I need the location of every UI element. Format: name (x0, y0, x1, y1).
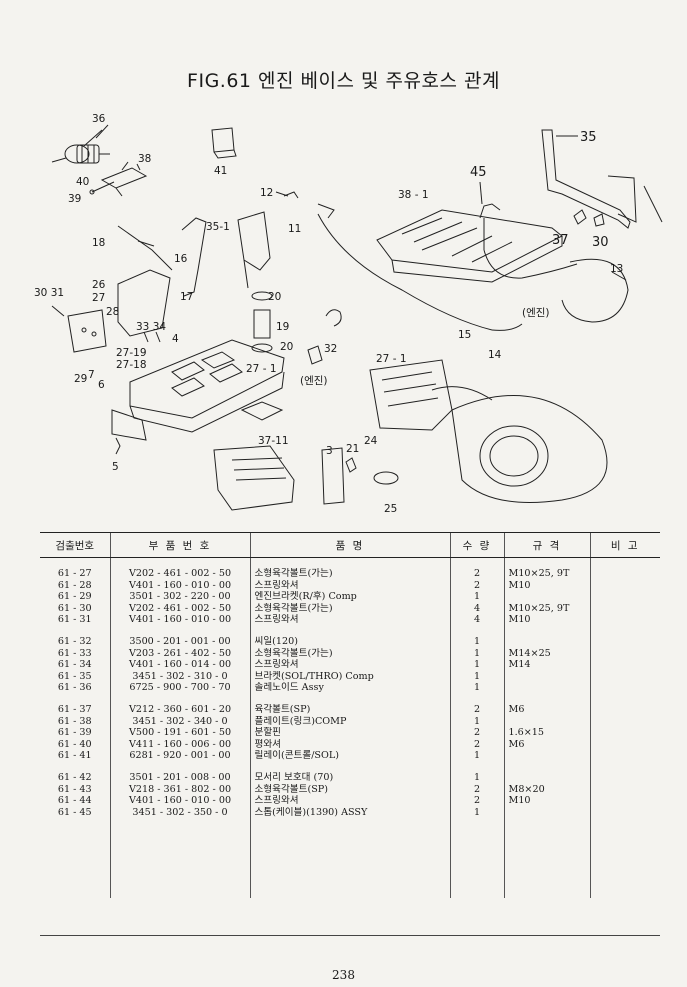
callout-38-1: 38 - 1 (398, 189, 429, 201)
callout-11: 11 (288, 223, 301, 235)
callout-40: 40 (76, 176, 89, 188)
callout-17: 17 (180, 291, 193, 303)
callout-32: 32 (324, 343, 337, 355)
header-quantity: 수 량 (449, 532, 504, 558)
callout-35-1: 35-1 (206, 221, 230, 233)
callout-26: 26 (92, 279, 106, 291)
callout-33-34: 33 34 (136, 321, 166, 333)
callout-30: 30 (592, 235, 609, 250)
callout-18: 18 (92, 237, 105, 249)
callout-38: 38 (138, 153, 151, 165)
engine-label-center: (엔진) (300, 375, 328, 387)
spacer-row (40, 557, 660, 568)
callout-14: 14 (488, 349, 502, 361)
callout-24: 24 (364, 435, 378, 447)
header-part-no: 부 품 번 호 (109, 532, 250, 558)
callout-30-31: 30 31 (34, 287, 64, 299)
callout-41: 41 (214, 165, 227, 177)
callout-21: 21 (346, 443, 359, 455)
page-title: FIG.61 엔진 베이스 및 주유호스 관계 (187, 70, 500, 92)
callout-45: 45 (470, 165, 487, 180)
spacer-row (40, 625, 660, 636)
callout-28: 28 (106, 306, 119, 318)
callout-7: 7 (88, 369, 95, 381)
header-spec: 규 격 (503, 532, 590, 558)
engine-label-right: (엔진) (522, 307, 550, 319)
callout-3: 3 (326, 445, 333, 457)
header-remarks: 비 고 (589, 532, 660, 558)
callout-27-18: 27-18 (116, 359, 147, 371)
callout-27-1-center: 27 - 1 (246, 363, 277, 375)
callout-4: 4 (172, 333, 179, 345)
callout-15: 15 (458, 329, 471, 341)
header-part-name: 품 명 (249, 532, 450, 558)
page-number: 238 (332, 968, 355, 982)
table-bottom-rule (40, 935, 660, 936)
callout-27: 27 (92, 292, 105, 304)
callout-39: 39 (68, 193, 81, 205)
callout-16: 16 (174, 253, 188, 265)
callout-36: 36 (92, 113, 106, 125)
callout-35: 35 (580, 130, 597, 145)
solenoid-drawing (51, 129, 110, 164)
callout-37: 37 (552, 233, 569, 248)
callout-20-upper: 20 (268, 291, 281, 303)
callout-12: 12 (260, 187, 273, 199)
callout-27-19: 27-19 (116, 347, 147, 359)
callout-29: 29 (74, 373, 87, 385)
callout-20-lower: 20 (280, 341, 293, 353)
diagram-drawing: 36 41 38 40 39 35 12 11 38 - 1 45 37 30 … (34, 113, 663, 515)
callout-5: 5 (112, 461, 119, 473)
callout-19: 19 (276, 321, 289, 333)
callout-6: 6 (98, 379, 105, 391)
header-fig-no: 검출번호 (40, 532, 110, 558)
spacer-row (40, 818, 660, 899)
callout-13: 13 (610, 263, 623, 275)
callout-25: 25 (384, 503, 397, 515)
spacer-row (40, 761, 660, 772)
callout-37-11: 37-11 (258, 435, 289, 447)
exploded-parts-diagram: 36 41 38 40 39 35 12 11 38 - 1 45 37 30 … (22, 110, 672, 520)
spacer-row (40, 693, 660, 704)
callout-27-1-right: 27 - 1 (376, 353, 407, 365)
table-header-row: 검출번호 부 품 번 호 품 명 수 량 규 격 비 고 (40, 532, 660, 558)
